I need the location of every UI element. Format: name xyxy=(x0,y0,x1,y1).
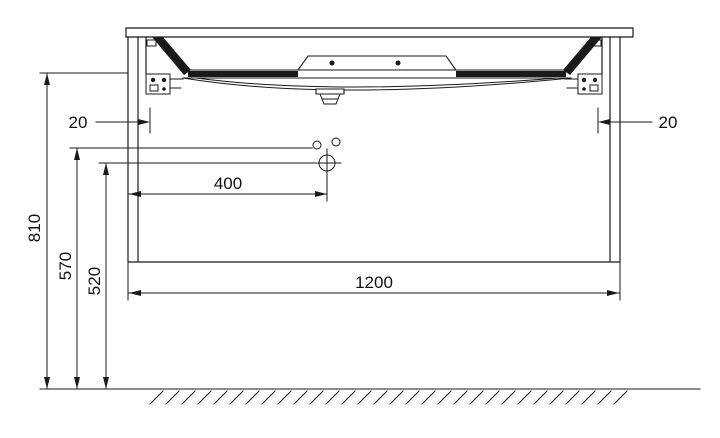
dim-810-lines xyxy=(39,72,129,390)
dim-400-arrow-right xyxy=(315,191,327,197)
floor-hatching xyxy=(149,390,628,405)
basin-section xyxy=(152,37,602,91)
dim-810-arrow-top xyxy=(44,73,50,85)
cabinet-body xyxy=(127,36,621,263)
dimension-400: 400 xyxy=(128,174,328,202)
floor xyxy=(39,388,701,405)
dim-810-label: 810 xyxy=(25,214,44,242)
bracket-right-screw-1 xyxy=(592,77,598,83)
dim-570-lines xyxy=(69,147,313,390)
bowl-curve-outer xyxy=(182,77,572,91)
section-hatch-left xyxy=(152,37,191,75)
bracket-left-outline xyxy=(145,73,171,95)
dimension-570: 570 xyxy=(56,147,313,390)
bowl-curve-inner xyxy=(195,77,559,88)
dim-1200-label: 1200 xyxy=(355,273,393,292)
dimension-20-left: 20 xyxy=(69,107,151,134)
bracket-left-screw-1 xyxy=(150,77,156,83)
dim-520-arrow-bottom xyxy=(103,377,109,389)
dim-20-right-arrow xyxy=(598,119,610,125)
dimension-1200: 1200 xyxy=(127,261,621,301)
countertop xyxy=(125,27,634,38)
dim-1200-arrow-right xyxy=(607,290,619,296)
mounting-bracket-right xyxy=(564,73,603,95)
dim-20-right-lines xyxy=(597,107,653,134)
drain-trap xyxy=(315,88,345,105)
bracket-left-screw-3 xyxy=(162,87,166,91)
dim-1200-lines xyxy=(127,261,621,301)
dim-400-label: 400 xyxy=(214,174,242,193)
dim-20-left-arrow xyxy=(138,119,150,125)
dim-1200-arrow-left xyxy=(129,290,141,296)
bracket-right-screw-2 xyxy=(581,77,587,83)
corner-bracket-left xyxy=(146,39,157,47)
corner-bracket-right xyxy=(591,39,602,47)
dim-400-arrow-left xyxy=(129,191,141,197)
drain-flange xyxy=(315,88,345,95)
dim-20-left-label: 20 xyxy=(69,113,88,132)
countertop-outline xyxy=(125,27,634,38)
bracket-left-rail xyxy=(169,78,184,89)
drain-body xyxy=(319,93,341,105)
deck-hole-dot-left xyxy=(329,60,335,66)
fixing-hole-right xyxy=(331,137,341,147)
cabinet-walls xyxy=(127,36,621,263)
dim-570-arrow-bottom xyxy=(74,377,80,389)
rim-fill-right xyxy=(456,71,566,77)
fixing-hole-left xyxy=(312,140,322,150)
dimension-520: 520 xyxy=(85,162,314,390)
dim-520-label: 520 xyxy=(85,267,104,295)
drain-center-crosshair xyxy=(312,148,342,178)
dim-810-arrow-bottom xyxy=(44,377,50,389)
bracket-right-screw-3 xyxy=(582,87,586,91)
deck-hole-dot-right xyxy=(395,60,401,66)
hole-markers xyxy=(312,137,342,178)
faucet-deck xyxy=(296,55,458,71)
bracket-left-screw-2 xyxy=(161,77,167,83)
rim-fill-left xyxy=(188,71,298,77)
dim-570-label: 570 xyxy=(56,252,75,280)
mounting-bracket-left xyxy=(145,73,184,95)
dim-400-lines xyxy=(128,176,328,202)
dim-520-arrow-top xyxy=(103,163,109,175)
dim-570-arrow-top xyxy=(74,148,80,160)
bracket-right-outline xyxy=(577,73,603,95)
dimension-810: 810 xyxy=(25,72,129,390)
dim-20-left-lines xyxy=(95,107,151,134)
dim-520-lines xyxy=(98,162,314,390)
dim-20-right-label: 20 xyxy=(659,113,678,132)
bracket-right-rail xyxy=(564,78,579,89)
section-hatch-right xyxy=(563,37,602,75)
dimension-20-right: 20 xyxy=(597,107,678,134)
